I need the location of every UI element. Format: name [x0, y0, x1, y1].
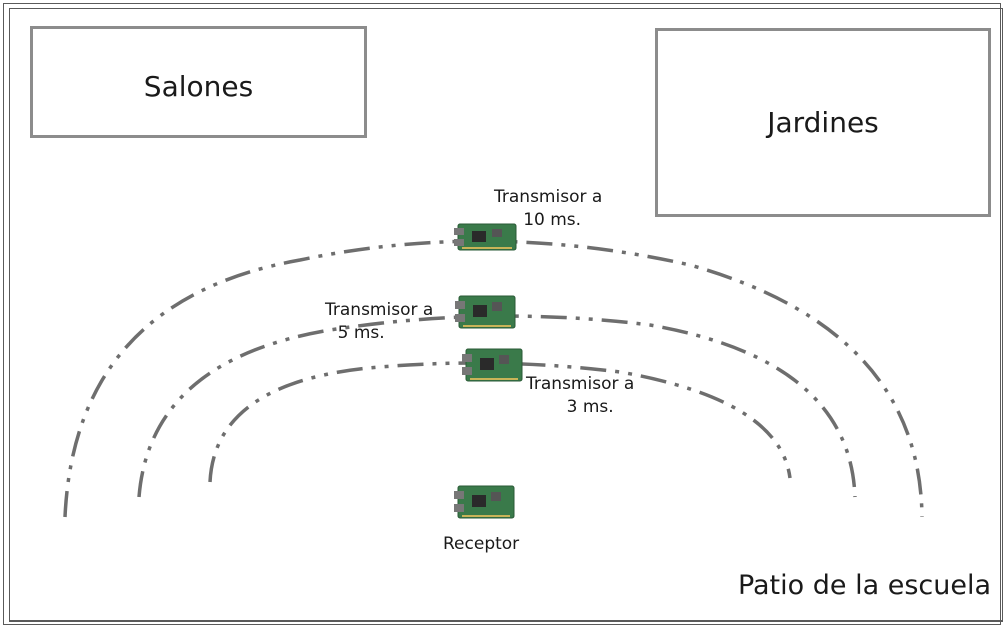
circuit-board-icon	[454, 223, 517, 251]
frame-bottom-line	[9, 620, 1003, 621]
circuit-board-icon	[462, 348, 523, 382]
transmitter-3ms-line2: 3 ms.	[566, 397, 614, 417]
transmitter-5ms-line2: 5 ms.	[337, 323, 385, 343]
location-label: Patio de la escuela	[737, 570, 991, 601]
salones-label: Salones	[143, 70, 254, 103]
outer-frame	[3, 3, 1001, 625]
transmitter-10ms-line1: Transmisor a	[494, 187, 603, 207]
transmitter-5ms-label: Transmisor a 5 ms.	[325, 299, 433, 345]
receiver-label: Receptor	[443, 533, 519, 556]
transmitter-3ms-line1: Transmisor a	[526, 374, 635, 394]
salones-area: Salones	[30, 26, 367, 138]
circuit-board-icon	[454, 485, 515, 519]
receiver-label-text: Receptor	[443, 534, 520, 554]
transmitter-10ms-label: Transmisor a 10 ms.	[494, 186, 602, 232]
transmitter-5ms-line1: Transmisor a	[325, 300, 434, 320]
transmitter-10ms-line2: 10 ms.	[523, 210, 582, 230]
circuit-board-icon	[455, 295, 516, 329]
transmitter-3ms-label: Transmisor a 3 ms.	[526, 373, 634, 419]
jardines-label: Jardines	[767, 106, 879, 139]
jardines-area: Jardines	[655, 28, 991, 217]
